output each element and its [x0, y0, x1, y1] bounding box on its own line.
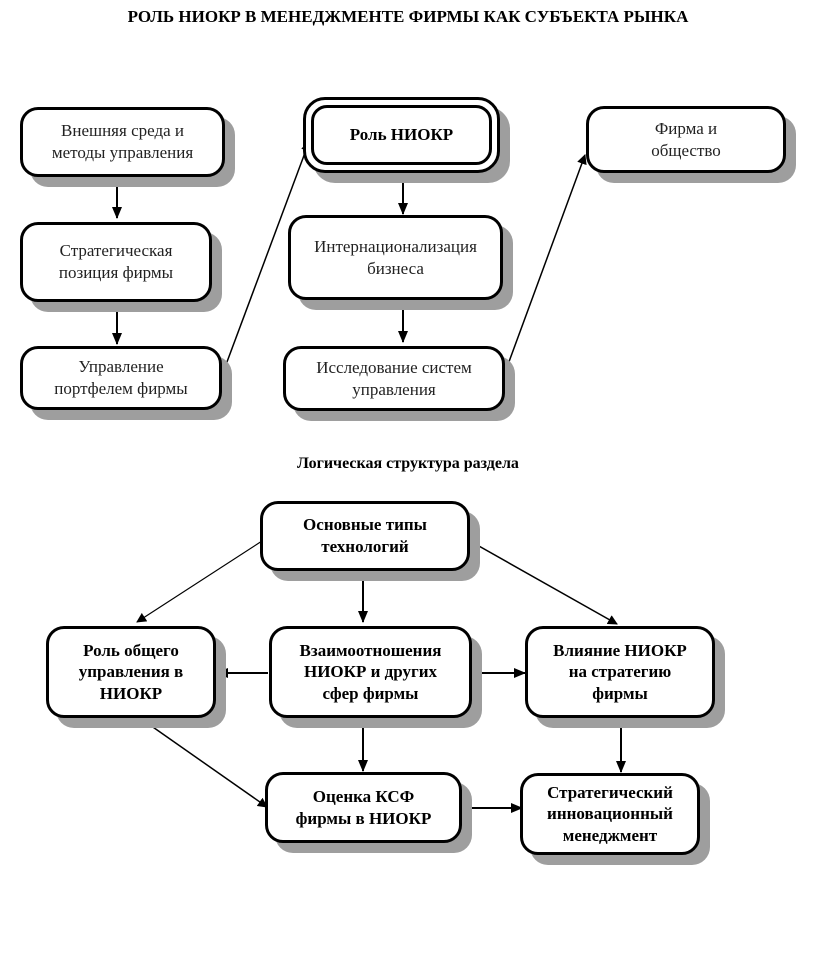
node-rd-strategy-impact: Влияние НИОКР на стратегию фирмы	[525, 626, 715, 718]
node-strategic-position: Стратегическая позиция фирмы	[20, 222, 212, 302]
node-tech-types: Основные типы технологий	[260, 501, 470, 571]
node-internationalization: Интернационализация бизнеса	[288, 215, 503, 300]
node-external-env: Внешняя среда и методы управления	[20, 107, 225, 177]
arrow-portfolio-mgmt-to-role-rd	[220, 141, 311, 379]
arrow-tech-types-to-general-mgmt-role	[136, 540, 263, 623]
node-portfolio-mgmt: Управление портфелем фирмы	[20, 346, 222, 410]
node-firm-society: Фирма и общество	[586, 106, 786, 173]
page-title: РОЛЬ НИОКР В МЕНЕДЖМЕНТЕ ФИРМЫ КАК СУБЪЕ…	[127, 7, 689, 26]
section-subtitle: Логическая структура раздела	[297, 455, 519, 472]
arrow-mgmt-systems-to-firm-society	[502, 154, 587, 379]
node-rd-relations: Взаимоотношения НИОКР и других сфер фирм…	[269, 626, 472, 718]
arrow-tech-types-to-rd-strategy-impact	[469, 540, 618, 625]
node-role-rd-label: Роль НИОКР	[311, 105, 492, 165]
node-general-mgmt-role: Роль общего управления в НИОКР	[46, 626, 216, 718]
arrow-general-mgmt-role-to-ksf-assessment	[139, 717, 268, 808]
node-mgmt-systems-research: Исследование систем управления	[283, 346, 505, 411]
node-strategic-innovation-mgmt: Стратегический инновационный менеджмент	[520, 773, 700, 855]
node-role-rd: Роль НИОКР	[303, 97, 500, 173]
node-ksf-assessment: Оценка КСФ фирмы в НИОКР	[265, 772, 462, 843]
